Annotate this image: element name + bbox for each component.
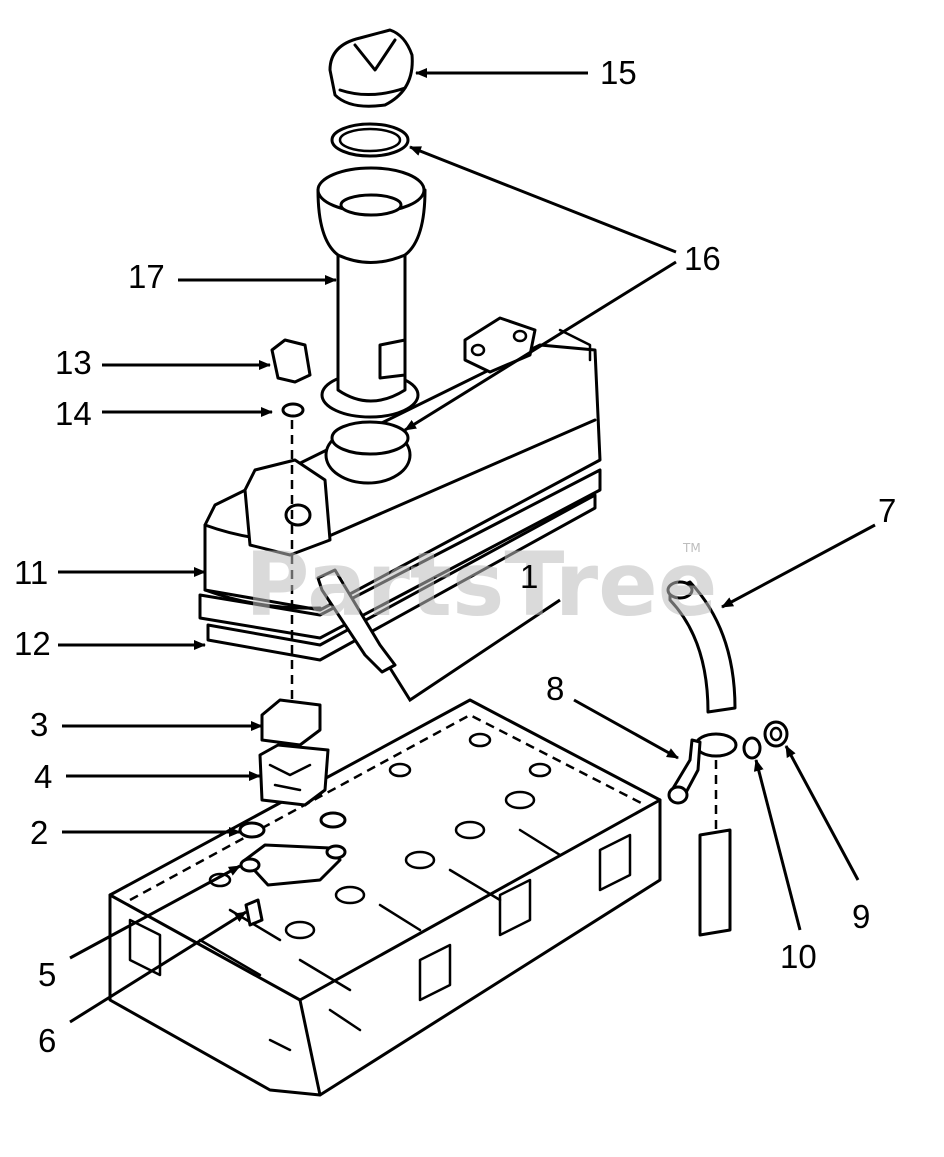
- callout-11: 11: [14, 554, 48, 591]
- breather-assembly: [238, 698, 347, 927]
- callout-4: 4: [34, 758, 52, 795]
- callout-2: 2: [30, 814, 48, 851]
- callout-10: 10: [780, 938, 817, 975]
- callout-3: 3: [30, 706, 48, 743]
- callout-7: 7: [878, 492, 896, 529]
- callout-9: 9: [852, 898, 870, 935]
- cylinder-head: [108, 698, 662, 1097]
- callout-5: 5: [38, 956, 56, 993]
- callout-15: 15: [600, 54, 637, 91]
- callout-14: 14: [55, 395, 92, 432]
- callout-17: 17: [128, 258, 165, 295]
- callout-16: 16: [684, 240, 721, 277]
- oil-filler-cap: [328, 28, 414, 108]
- oil-fill-tube: [316, 166, 427, 485]
- callout-1: 1: [520, 558, 538, 595]
- callout-12: 12: [14, 625, 51, 662]
- callout-6: 6: [38, 1022, 56, 1059]
- callout-8: 8: [546, 670, 564, 707]
- sealing-washer: [281, 402, 305, 418]
- cap-nut: [270, 338, 312, 384]
- watermark: PartsTree: [245, 533, 717, 636]
- callout-13: 13: [55, 344, 92, 381]
- breather-hose: [316, 568, 397, 674]
- hose-bracket-assembly: [666, 580, 789, 937]
- watermark-trademark: TM: [682, 541, 701, 555]
- leader-lines: [58, 68, 876, 1024]
